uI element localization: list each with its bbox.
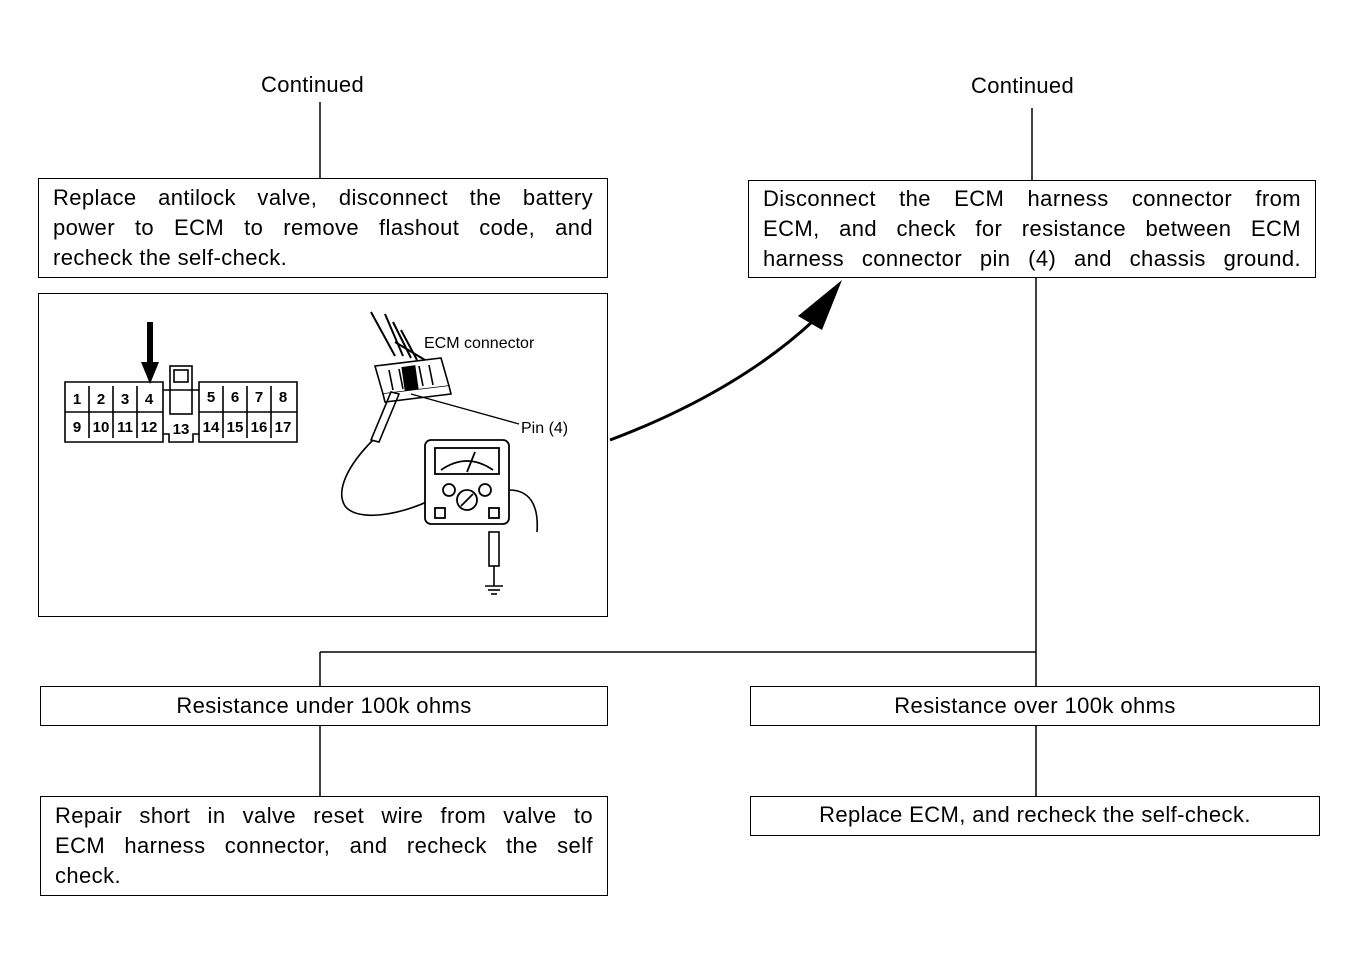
left-step-line-2: power to ECM to remove flashout code, an… [53,215,593,240]
ohmmeter-icon [424,439,510,525]
under-action-box: Repair short in valve reset wire from va… [40,796,608,896]
pin-6-label: 6 [231,389,239,406]
pin-12-label: 12 [141,419,158,436]
pin-2-label: 2 [97,391,105,408]
pin-11-label: 11 [117,419,133,436]
pin-1-label: 1 [73,391,81,408]
over-action-box: Replace ECM, and recheck the self-check. [750,796,1320,836]
pin-10-label: 10 [93,419,110,436]
illustration-box: 1 2 3 4 9 10 11 12 13 5 6 7 8 14 15 16 1… [38,293,608,617]
under-action-line-3: check. [55,863,121,888]
chassis-ground-icon [485,585,503,595]
ground-lead [488,489,539,586]
pin-3-label: 3 [121,391,129,408]
over-action-text: Replace ECM, and recheck the self-check. [819,802,1251,827]
left-step-box: Replace antilock valve, disconnect the b… [38,178,608,278]
right-step-line-3: harness connector pin (4) and chassis gr… [763,246,1301,271]
under-action-line-1: Repair short in valve reset wire from va… [55,803,593,828]
pin-9-label: 9 [73,419,81,436]
pin-7-label: 7 [255,389,263,406]
ecm-connector-label: ECM connector [424,335,535,352]
right-step-line-1: Disconnect the ECM harness connector fro… [763,186,1301,211]
ecm-connector-dark-block [401,365,419,391]
right-step-box: Disconnect the ECM harness connector fro… [748,180,1316,278]
over-condition-box: Resistance over 100k ohms [750,686,1320,726]
under-condition-text: Resistance under 100k ohms [176,693,472,718]
curved-arrow-head [798,280,842,330]
curved-arrow [609,320,814,442]
pin-4-arrow [141,322,159,384]
connector-face [64,365,298,443]
under-action-line-2: ECM harness connector, and recheck the s… [55,833,593,858]
pin-13-label: 13 [173,421,190,438]
over-condition-text: Resistance over 100k ohms [894,693,1176,718]
right-continued-label: Continued [971,73,1074,98]
pin-5-label: 5 [207,389,215,406]
left-continued-label: Continued [261,72,364,97]
pin-4-label: 4 [145,391,154,408]
harness-wires [370,311,426,361]
pin-14-label: 14 [203,419,220,436]
right-step-line-2: ECM, and check for resistance between EC… [763,216,1301,241]
left-step-line-1: Replace antilock valve, disconnect the b… [53,185,593,210]
ecm-check-illustration: 1 2 3 4 9 10 11 12 13 5 6 7 8 14 15 16 1… [64,311,568,595]
test-probe [340,391,436,517]
pin-8-label: 8 [279,389,287,406]
pin-4-leader-line [410,393,520,425]
under-condition-box: Resistance under 100k ohms [40,686,608,726]
pin-15-label: 15 [227,419,244,436]
pin-16-label: 16 [251,419,268,436]
pin-4-callout: Pin (4) [521,420,568,437]
left-step-line-3: recheck the self-check. [53,245,288,270]
pin-17-label: 17 [275,419,292,436]
